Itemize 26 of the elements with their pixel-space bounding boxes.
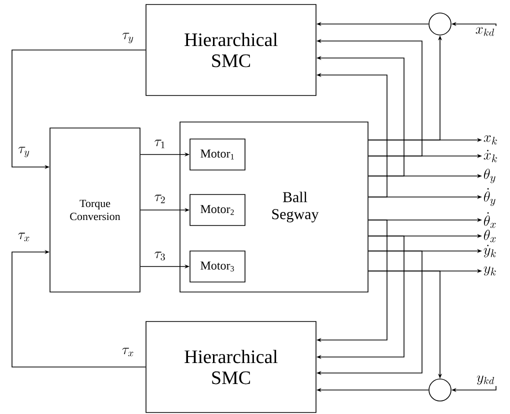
motor-box: Motor$_{1}$ xyxy=(190,138,246,170)
summing-junction xyxy=(428,12,452,36)
signal-label: $x_{kd}$ xyxy=(476,27,494,36)
conversion-box: Torque Conversion xyxy=(50,128,140,292)
controller-box: Hierarchical SMC xyxy=(146,4,316,96)
edge-label: $\tau_2$ xyxy=(154,194,165,204)
edge-label: $\tau_3$ xyxy=(154,252,165,260)
controller-box: Hierarchical SMC xyxy=(146,321,316,413)
signal-label: $\dot{\theta}_y$ xyxy=(484,188,496,206)
motor-box: Motor$_{2}$ xyxy=(190,194,246,226)
signal-label: $\tau_y$ xyxy=(18,146,30,158)
signal-label: $y_k$ xyxy=(484,266,496,276)
signal-label: $\dot{\theta}_x$ xyxy=(484,212,496,228)
motor-box: Motor$_{3}$ xyxy=(190,250,246,282)
signal-label: $\theta_y$ xyxy=(484,168,496,184)
edge-label: $\tau_y$ xyxy=(122,32,134,44)
signal-label: $\tau_x$ xyxy=(18,232,30,242)
signal-label: $y_{kd}$ xyxy=(476,375,494,385)
edge-label: $\tau_x$ xyxy=(122,348,134,356)
signal-label: $\dot{x}_k$ xyxy=(484,150,497,162)
arrow xyxy=(12,250,146,368)
signal-label: $\theta_x$ xyxy=(484,230,496,242)
signal-label: $\dot{y}_k$ xyxy=(484,244,496,258)
summing-junction xyxy=(428,378,452,402)
signal-label: $x_k$ xyxy=(484,135,497,145)
edge-label: $\tau_1$ xyxy=(154,140,164,148)
